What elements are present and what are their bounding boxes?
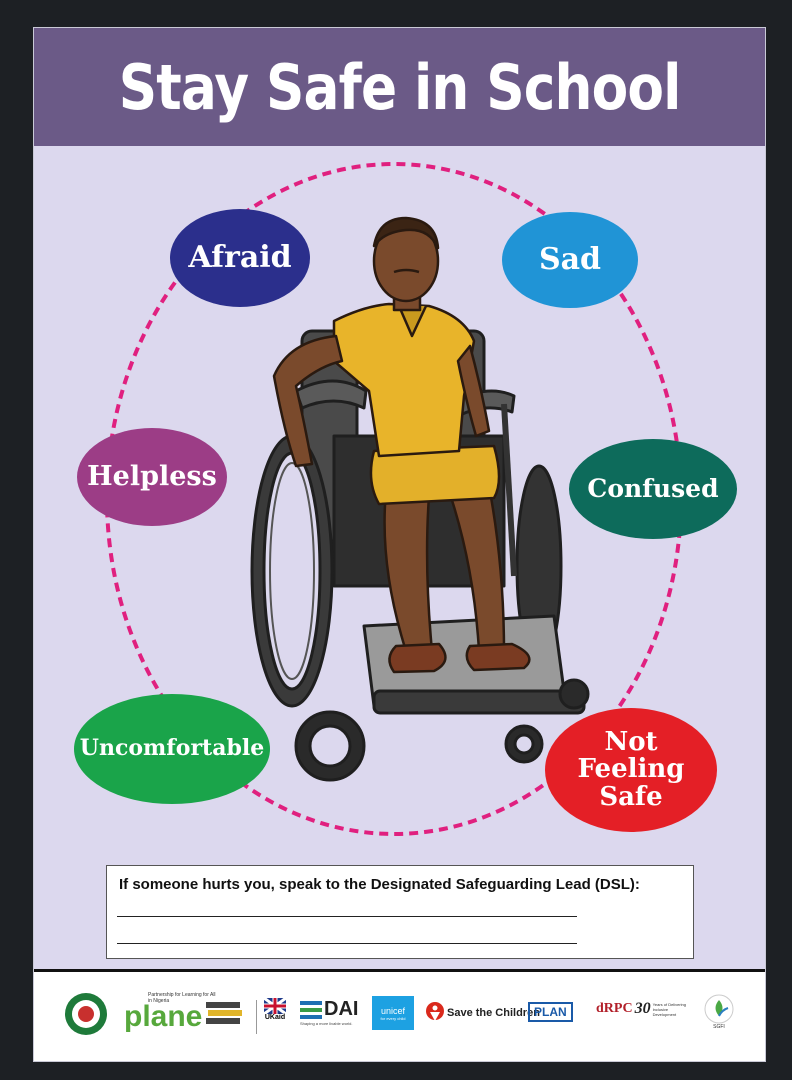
sgfi-label: SGFI xyxy=(713,1024,725,1030)
save-the-children-wordmark: Save the Children xyxy=(447,1007,540,1019)
ukaid-label: UKaid xyxy=(264,1014,286,1021)
plane-tagline: Partnership for Learning for All in Nige… xyxy=(148,992,216,1004)
books-icon xyxy=(206,1002,243,1024)
dsl-box: If someone hurts you, speak to the Desig… xyxy=(106,865,694,959)
plane-logo: Partnership for Learning for All in Nige… xyxy=(124,992,244,1034)
unicef-wordmark: unicef xyxy=(380,1005,406,1016)
dsl-write-line-2 xyxy=(117,943,577,944)
union-flag-icon xyxy=(264,998,286,1014)
not-feeling-safe-line-3: Safe xyxy=(599,781,663,812)
title-band: Stay Safe in School xyxy=(34,28,765,146)
not-feeling-safe-line-2: Feeling xyxy=(577,754,685,785)
save-the-children-figure-icon xyxy=(426,1002,444,1021)
dai-tagline: Shaping a more livable world. xyxy=(300,1021,353,1026)
sgfi-logo: SGFI xyxy=(704,994,734,1030)
drpc-wordmark: dRPC xyxy=(596,1001,633,1016)
poster-title: Stay Safe in School xyxy=(118,50,682,124)
unicef-logo: unicef for every child xyxy=(372,996,414,1030)
emotion-afraid: Afraid xyxy=(170,209,310,307)
footer-divider xyxy=(34,969,765,972)
unicef-tagline: for every child xyxy=(380,1015,406,1021)
plane-wordmark: plane xyxy=(124,1000,203,1033)
drpc-tagline: Years of Delivering Inclusive Developmen… xyxy=(652,1001,686,1017)
illustration-area: Afraid Sad Helpless Confused Uncomfortab… xyxy=(34,146,765,969)
student-figure xyxy=(272,216,531,674)
plan-wordmark: PLAN xyxy=(534,1005,567,1019)
sgfi-leaf-icon xyxy=(704,994,734,1024)
emotion-uncomfortable: Uncomfortable xyxy=(74,694,270,804)
emotion-sad: Sad xyxy=(502,212,638,308)
emotion-not-feeling-safe: Not Feeling Safe xyxy=(545,708,717,832)
dai-logo: DAI Shaping a more livable world. xyxy=(300,998,358,1026)
ukaid-logo: UKaid xyxy=(264,998,286,1021)
wheelchair-illustration xyxy=(105,162,683,836)
emotion-helpless: Helpless xyxy=(77,428,227,526)
dsl-write-line-1 xyxy=(117,916,577,917)
poster: Stay Safe in School xyxy=(33,27,766,1062)
drpc-logo: dRPC 30 Years of Delivering Inclusive De… xyxy=(596,1000,693,1018)
emotion-confused: Confused xyxy=(569,439,737,539)
save-the-children-logo: Save the Children xyxy=(426,1002,540,1024)
partner-logos: Partnership for Learning for All in Nige… xyxy=(34,972,765,1061)
drpc-years: 30 xyxy=(634,1000,651,1017)
ministry-seal-logo xyxy=(64,992,108,1036)
dsl-prompt: If someone hurts you, speak to the Desig… xyxy=(119,876,640,893)
not-feeling-safe-line-1: Not xyxy=(604,727,658,758)
logo-separator xyxy=(256,1000,257,1034)
dai-stripes-icon xyxy=(300,1000,322,1019)
dai-wordmark: DAI xyxy=(324,998,359,1020)
plan-logo: PLAN xyxy=(528,1002,573,1022)
